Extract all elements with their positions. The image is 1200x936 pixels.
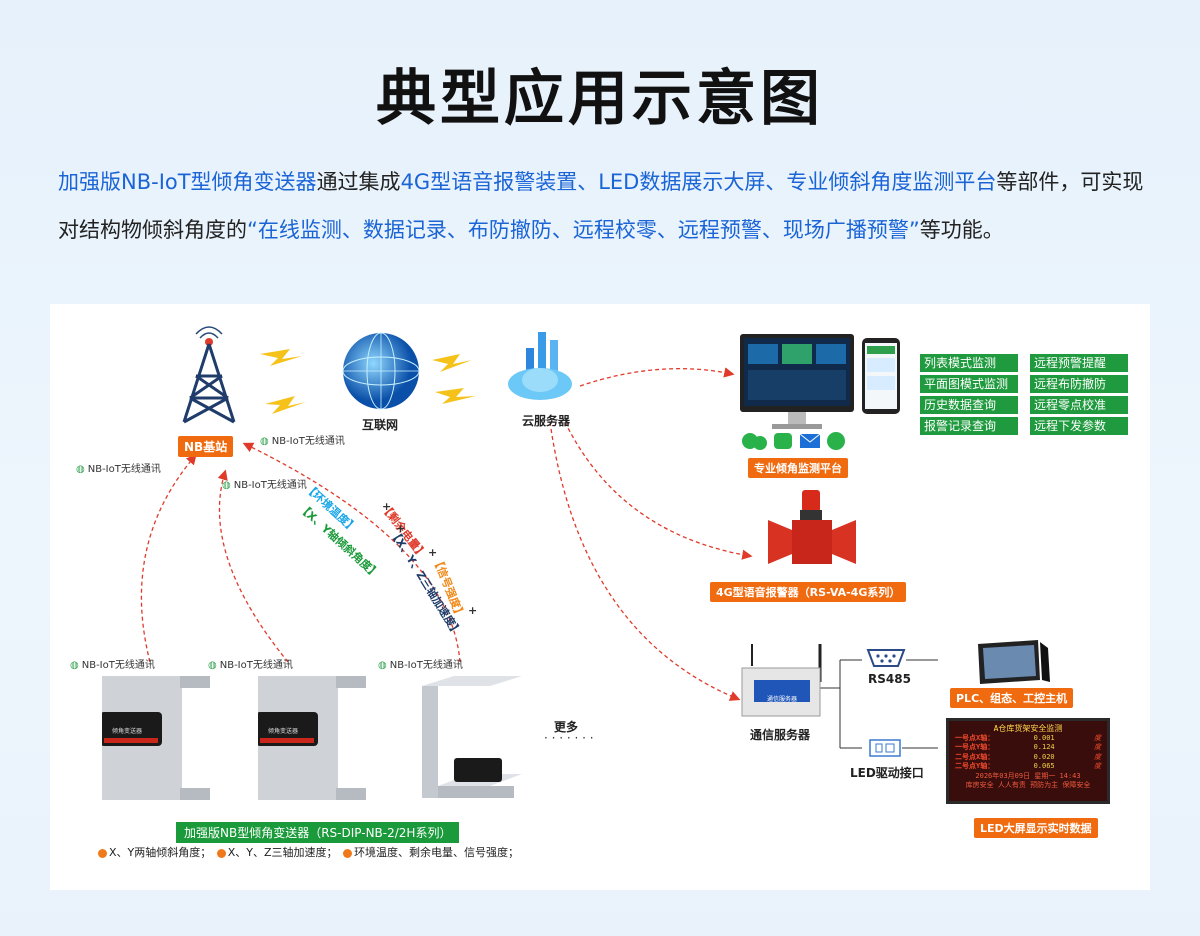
- intro-components: 4G型语音报警装置、LED数据展示大屏、专业倾斜角度监测平台: [400, 170, 997, 194]
- function-remote-params: 远程下发参数: [1030, 417, 1128, 435]
- transmitter-label: 加强版NB型倾角变送器（RS-DIP-NB-2/2H系列）: [176, 822, 460, 843]
- sensor-bracket-1: [102, 676, 210, 800]
- svg-text:· · · · · · ·: · · · · · · ·: [544, 731, 594, 745]
- rs485-label: RS485: [868, 672, 911, 686]
- led-screen-footer: 库房安全 人人有责 预防为主 保障安全: [965, 781, 1091, 789]
- wechat-icon: [742, 433, 767, 450]
- led-screen-title: A仓库货架安全监测: [993, 724, 1063, 733]
- globe-icon: [342, 332, 420, 410]
- rs485-port-icon: [866, 649, 906, 667]
- internet-label: 互联网: [362, 418, 399, 432]
- function-plan-monitor: 平面图模式监测: [920, 375, 1018, 393]
- sensor-bracket-3: [422, 676, 522, 798]
- sensor-text: 倾角变送器: [112, 728, 143, 735]
- diagram-panel: · · · · · · · NB基站 互联网 云服务器: [50, 304, 1150, 890]
- led-screen-label: LED大屏显示实时数据: [974, 818, 1098, 838]
- function-alarm-record: 报警记录查询: [920, 417, 1018, 435]
- comm-server-badge: 通信服务器: [767, 696, 798, 703]
- intro-text-1: 通过集成: [316, 170, 401, 194]
- function-history-query: 历史数据查询: [920, 396, 1018, 414]
- intro-paragraph: 加强版NB-IoT型倾角变送器通过集成4G型语音报警装置、LED数据展示大屏、专…: [58, 158, 1148, 254]
- nb-iot-label: NB-IoT无线通讯: [378, 656, 463, 671]
- intro-functions: “在线监测、数据记录、布防撤防、远程校零、远程预警、现场广播预警”: [247, 218, 920, 242]
- intro-text-3: 等功能。: [919, 218, 1004, 242]
- notification-icons: [742, 432, 845, 450]
- led-port-icon: [869, 739, 901, 757]
- connection-arrows: · · · · · · ·: [140, 349, 938, 749]
- alarm-label: 4G型语音报警器（RS-VA-4G系列）: [710, 582, 907, 602]
- sensor-text: 倾角变送器: [268, 728, 299, 735]
- intro-text-2: 等部件，可实现对结构物倾斜角度的: [58, 170, 1144, 242]
- sensor-bracket-2: [258, 676, 366, 800]
- lightning-icon: [260, 349, 476, 414]
- platform-label: 专业倾角监测平台: [748, 458, 848, 478]
- function-remote-arm: 远程布防撤防: [1030, 375, 1128, 393]
- cloud-server-label: 云服务器: [522, 414, 571, 428]
- nb-iot-label: NB-IoT无线通讯: [70, 656, 155, 671]
- orange-dot-icon: [216, 848, 226, 858]
- nb-station-label: NB基站: [178, 436, 234, 457]
- function-list-monitor: 列表模式监测: [920, 354, 1018, 372]
- function-remote-warning: 远程预警提醒: [1030, 354, 1128, 372]
- monitor-platform-icon: [740, 334, 900, 429]
- voice-alarm-icon: [768, 490, 856, 564]
- tag-plus: +: [468, 604, 478, 617]
- industrial-monitor-icon: [978, 640, 1050, 684]
- measurement-legend: X、Y两轴倾斜角度； X、Y、Z三轴加速度； 环境温度、剩余电量、信号强度；: [96, 844, 519, 860]
- tag-plus: +: [396, 522, 406, 535]
- sms-icon: [774, 433, 792, 449]
- nb-iot-label: NB-IoT无线通讯: [208, 656, 293, 671]
- nb-iot-label: NB-IoT无线通讯: [76, 460, 161, 475]
- cell-tower-icon: [182, 326, 236, 424]
- led-screen-date: 2026年03月09日 星期一 14:43: [975, 771, 1081, 780]
- cloud-server-icon: [508, 332, 572, 400]
- orange-dot-icon: [343, 848, 353, 858]
- plc-label: PLC、组态、工控主机: [950, 688, 1074, 708]
- more-label: 更多: [554, 720, 579, 734]
- tag-plus: +: [428, 546, 438, 559]
- nb-iot-label: NB-IoT无线通讯: [222, 476, 307, 491]
- orange-dot-icon: [98, 848, 107, 858]
- led-port-label: LED驱动接口: [850, 766, 924, 780]
- function-zero-calibration: 远程零点校准: [1030, 396, 1128, 414]
- intro-product: 加强版NB-IoT型倾角变送器: [58, 170, 317, 194]
- tag-plus: +: [382, 500, 392, 513]
- comm-server-icon: [741, 644, 822, 717]
- page-title: 典型应用示意图: [376, 64, 824, 134]
- nb-iot-label: NB-IoT无线通讯: [260, 432, 345, 447]
- comm-server-label: 通信服务器: [750, 728, 811, 742]
- email-icon: [799, 433, 821, 448]
- phone-icon: [827, 432, 845, 450]
